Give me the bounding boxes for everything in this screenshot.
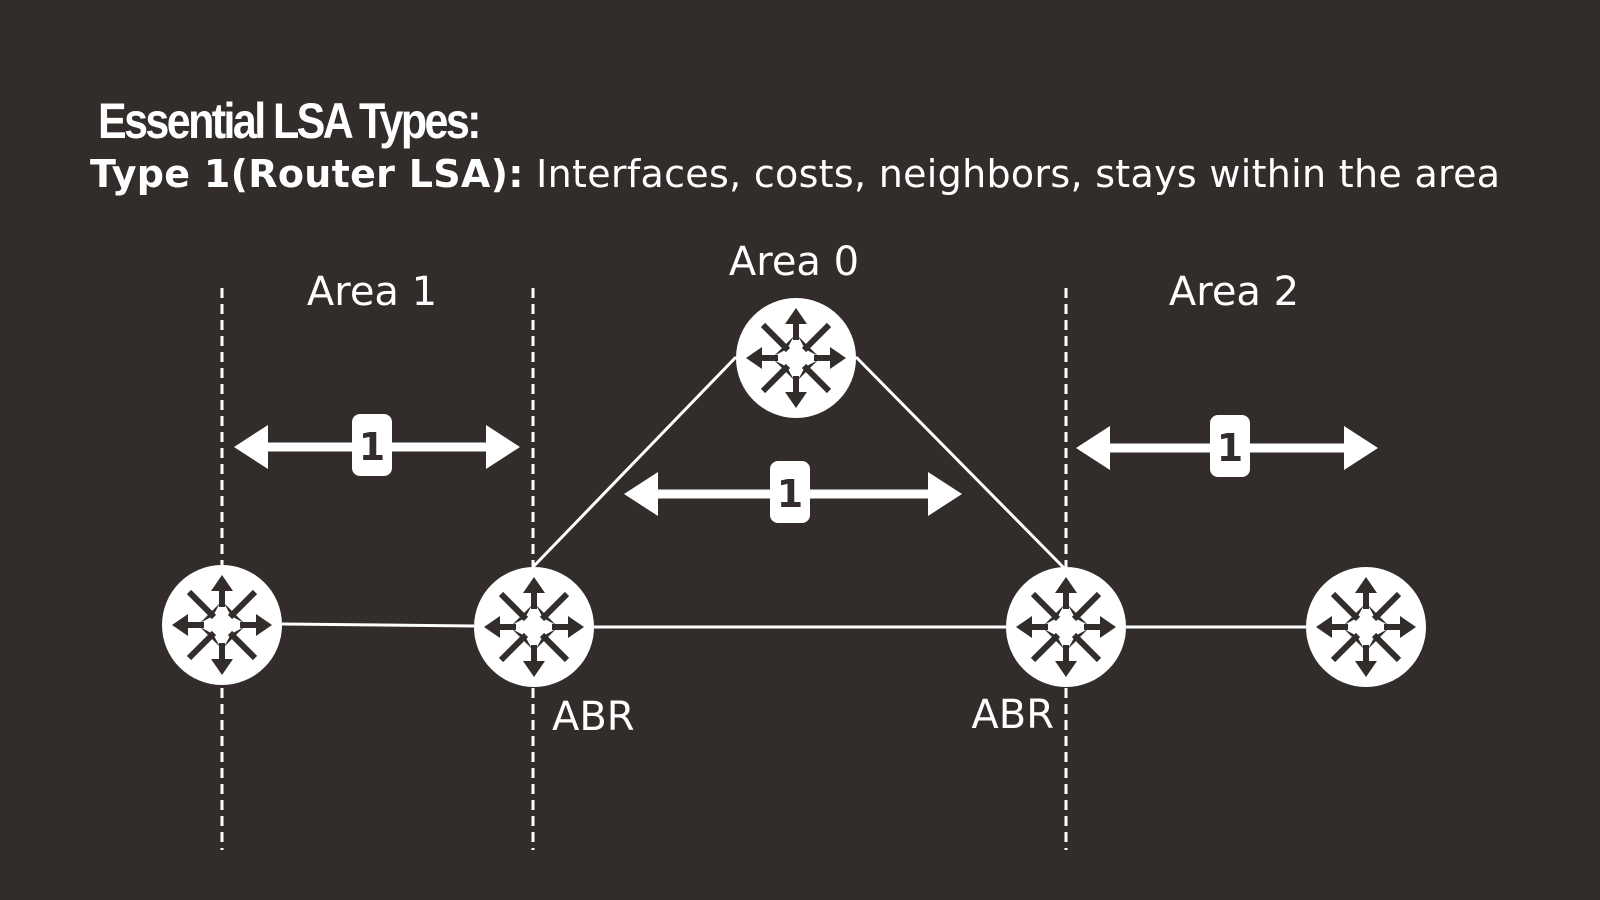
double-arrow-icon: 1 (624, 461, 962, 523)
router-icon (1006, 567, 1126, 687)
area-boundaries (220, 288, 1068, 850)
router-icon (162, 565, 282, 685)
link-line (854, 355, 1068, 572)
lsa-badge-number: 1 (777, 472, 803, 516)
lsa-type-description: Interfaces, costs, neighbors, stays with… (523, 152, 1501, 196)
lsa-badge-number: 1 (359, 425, 385, 469)
link-line (531, 355, 738, 569)
area-label-0: Area 0 (729, 239, 859, 285)
area-label-1: Area 1 (307, 269, 437, 315)
slide-title: Essential LSA Types: (98, 93, 482, 149)
router-icon (1306, 567, 1426, 687)
link-line (281, 622, 475, 628)
abr-label: ABR (552, 694, 635, 740)
links (281, 355, 1306, 629)
lsa-type-label: Type 1(Router LSA): (90, 152, 524, 196)
area-label-2: Area 2 (1169, 269, 1299, 315)
double-arrow-icon: 1 (234, 414, 520, 476)
lsa-badge-number: 1 (1217, 426, 1243, 470)
lsa-scope-arrows: 1 1 1 (234, 414, 1378, 523)
router-icon (474, 567, 594, 687)
double-arrow-icon: 1 (1076, 415, 1378, 477)
slide-subtitle: Type 1(Router LSA): Interfaces, costs, n… (90, 152, 1500, 196)
abr-label: ABR (971, 692, 1054, 738)
router-icon (736, 298, 856, 418)
